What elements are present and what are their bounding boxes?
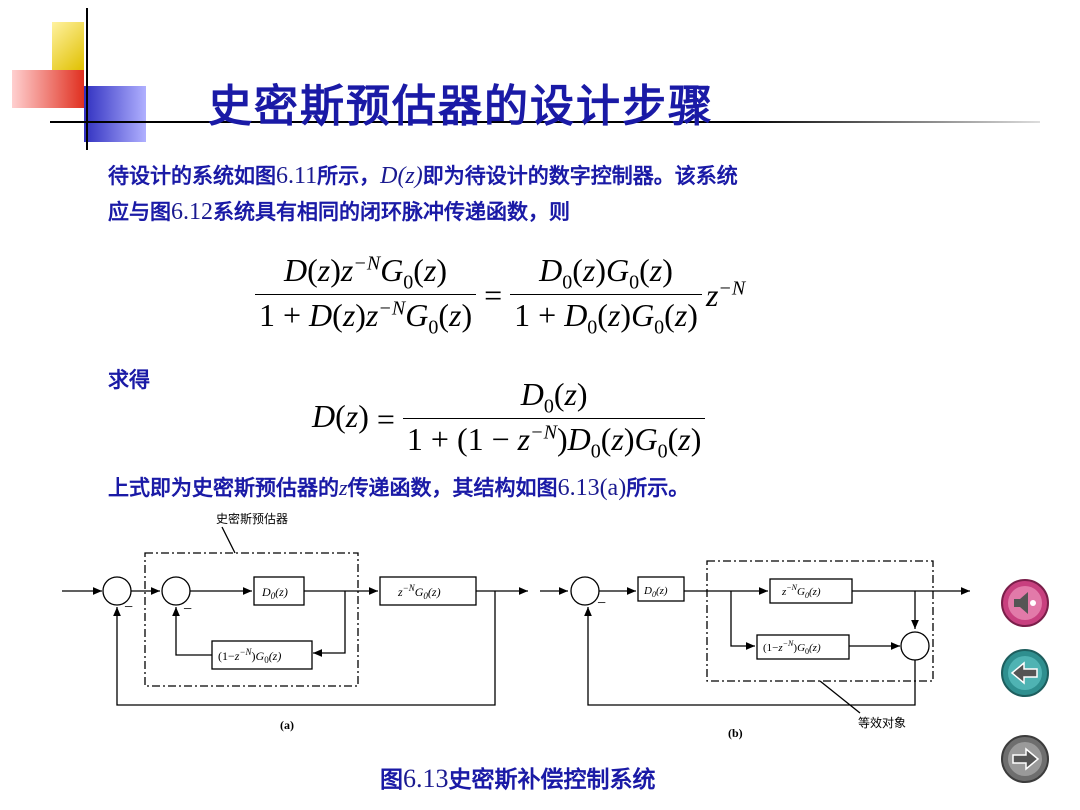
title-underline (50, 121, 1040, 123)
fig-ref-6-12: 6.12 (171, 199, 213, 225)
page-title: 史密斯预估器的设计步骤 (208, 81, 714, 132)
label-b: (b) (728, 726, 743, 740)
intro-text-3: 即为待设计的数字控制器。该系统 (422, 164, 738, 188)
minus-sign-b: − (597, 595, 606, 612)
caption-prefix: 图 (380, 767, 403, 793)
svg-text:D0(z): D0(z) (261, 585, 288, 601)
figure-caption: 图6.13史密斯补偿控制系统 (380, 760, 656, 794)
solve-label-text: 求得 (108, 368, 150, 392)
fig-ref-6-11: 6.11 (276, 163, 318, 189)
next-arrow-button[interactable] (1000, 734, 1050, 784)
decor-red-square (12, 70, 84, 108)
block-diagram: 史密斯预估器 − − − D0(z) z−NG0(z) (1−z−N)G0(z)… (62, 511, 970, 740)
minus-sign-a1: − (124, 599, 133, 616)
intro-text-5: 系统具有相同的闭环脉冲传递函数，则 (213, 200, 570, 224)
decor-yellow-square (52, 22, 84, 70)
equivalent-plant-label: 等效对象 (858, 715, 906, 730)
block-d0-b (637, 576, 685, 602)
result-line: 上式即为史密斯预估器的z传递函数，其结构如图6.13(a)所示。 (108, 472, 689, 502)
block-comp-b (756, 634, 850, 660)
sum-junction-b2 (900, 631, 930, 661)
result-text-1: 上式即为史密斯预估器的 (108, 476, 339, 500)
intro-text-4: 应与图 (108, 200, 171, 224)
label-a: (a) (280, 718, 294, 732)
arrow-right-icon (1001, 735, 1049, 783)
result-text-3: 所示。 (626, 476, 690, 500)
controller-symbol: D(z) (380, 163, 423, 189)
equation-closed-loop: D(z)z−NG0(z) 1 + D(z)z−NG0(z) = D0(z)G0(… (255, 252, 753, 340)
svg-text:D0(z): D0(z) (643, 585, 668, 599)
intro-line-1: 待设计的系统如图6.11所示，D(z)即为待设计的数字控制器。该系统 (108, 160, 738, 190)
intro-text-1: 待设计的系统如图 (108, 164, 276, 188)
decor-blue-square (84, 86, 146, 142)
fig-ref-6-13a: 6.13(a) (557, 475, 627, 501)
smith-predictor-box (144, 552, 359, 687)
arrow-left-icon (1001, 649, 1049, 697)
solve-label: 求得 (108, 364, 150, 394)
smith-predictor-label: 史密斯预估器 (216, 511, 288, 526)
speaker-icon[interactable] (1000, 578, 1050, 628)
intro-text-2: 所示， (317, 164, 381, 188)
result-text-2: 传递函数，其结构如图 (347, 476, 558, 500)
decor-vertical-line (86, 8, 88, 150)
intro-line-2: 应与图6.12系统具有相同的闭环脉冲传递函数，则 (108, 196, 570, 226)
back-arrow-button[interactable] (1000, 648, 1050, 698)
sum-junction-b (570, 576, 600, 606)
z-symbol: z (339, 475, 348, 500)
block-plant-b (769, 578, 853, 604)
caption-number: 6.13 (403, 764, 449, 793)
caption-text: 史密斯补偿控制系统 (448, 767, 656, 793)
minus-sign-a2: − (183, 601, 192, 618)
equation-smith-predictor: D(z)= D0(z) 1 + (1 − z−N)D0(z)G0(z) (312, 376, 706, 464)
